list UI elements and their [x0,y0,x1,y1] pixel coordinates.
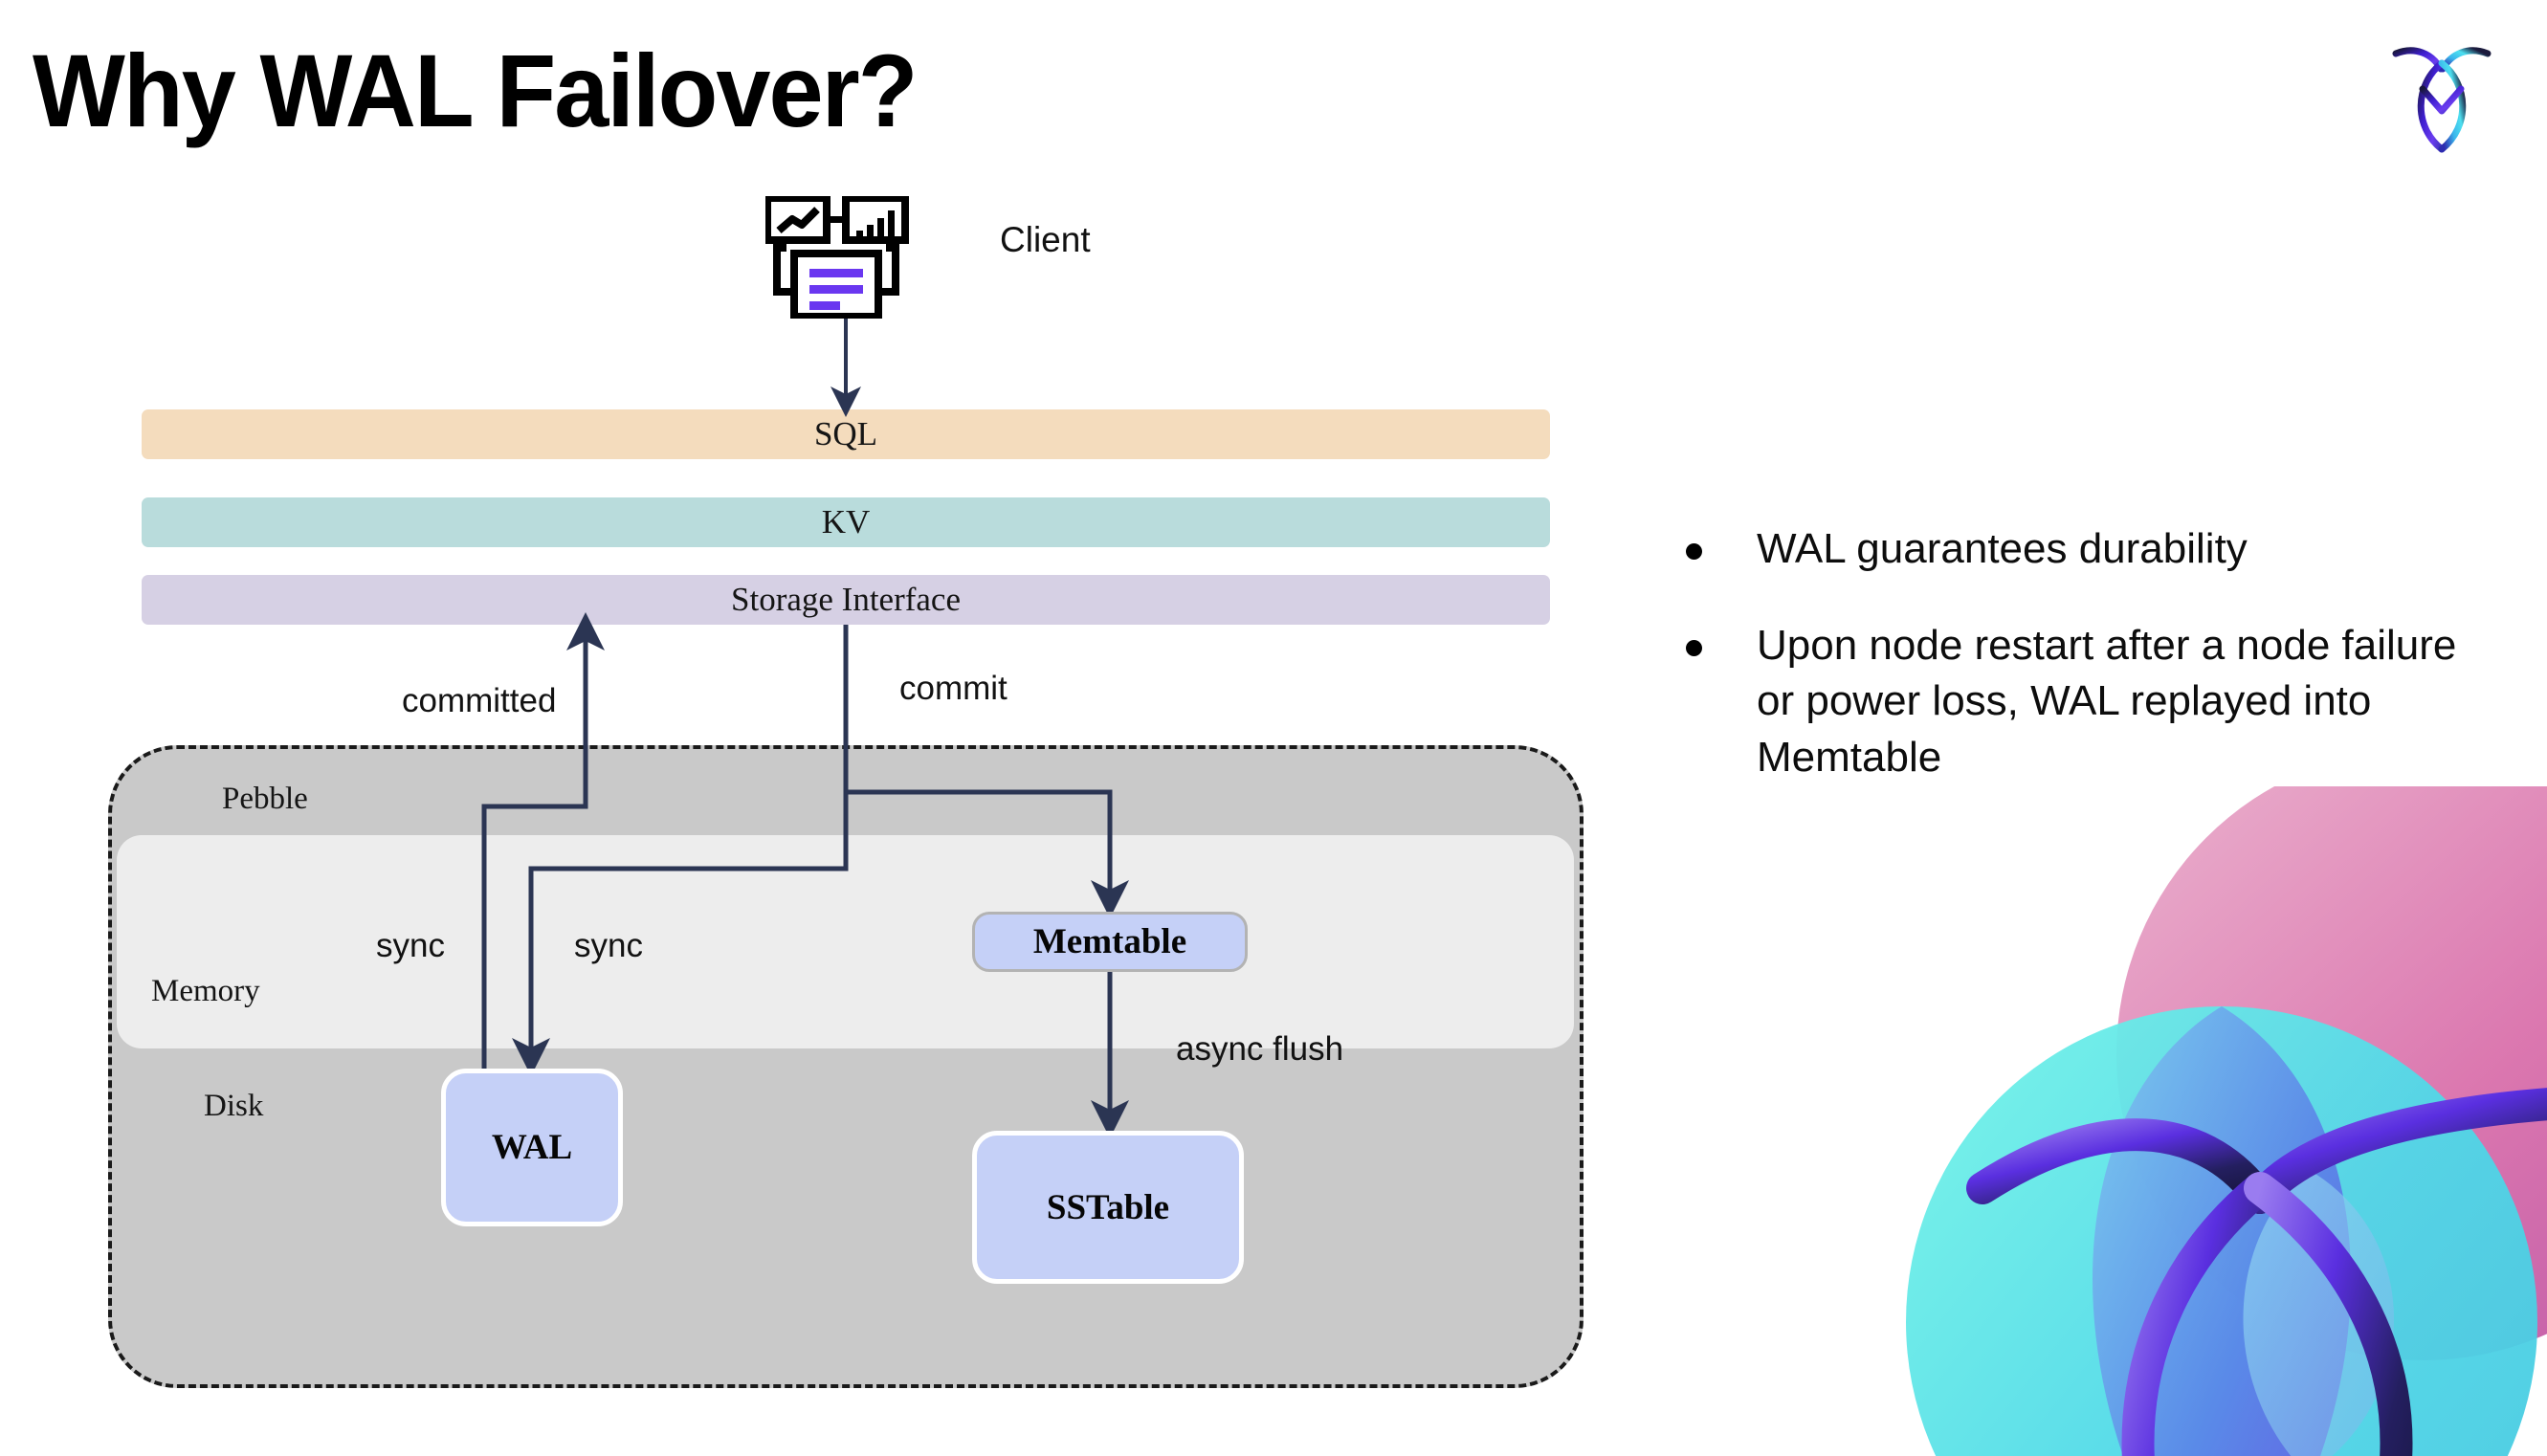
memory-zone [117,835,1574,1048]
bullet-text: Upon node restart after a node failure o… [1757,621,2457,781]
pebble-label: Pebble [222,782,308,816]
edge-label-sync-b: sync [574,927,643,964]
layer-bar-storage-interface: Storage Interface [142,575,1550,625]
bullet-text: WAL guarantees durability [1757,525,2248,572]
cockroach-logo-icon [2386,34,2497,153]
memory-label: Memory [151,974,260,1008]
bullet-list: WAL guarantees durability Upon node rest… [1686,521,2470,826]
node-memtable: Memtable [972,912,1248,972]
list-item: WAL guarantees durability [1686,521,2470,578]
page-title: Why WAL Failover? [33,33,918,148]
edge-label-sync-a: sync [376,927,445,964]
node-wal: WAL [441,1069,623,1226]
node-sstable: SSTable [972,1131,1244,1284]
client-dashboard-icon [764,194,919,320]
edge-label-committed: committed [402,682,557,719]
layer-bar-sql: SQL [142,409,1550,459]
list-item: Upon node restart after a node failure o… [1686,618,2470,786]
client-label: Client [1000,220,1091,259]
cockroach-circles-decoration-icon [1810,786,2547,1456]
disk-label: Disk [204,1089,264,1123]
bullet-dot-icon [1686,543,1702,560]
bullet-dot-icon [1686,639,1702,656]
layer-bar-kv: KV [142,497,1550,547]
edge-label-async-flush: async flush [1176,1030,1344,1068]
edge-label-commit: commit [899,670,1008,707]
